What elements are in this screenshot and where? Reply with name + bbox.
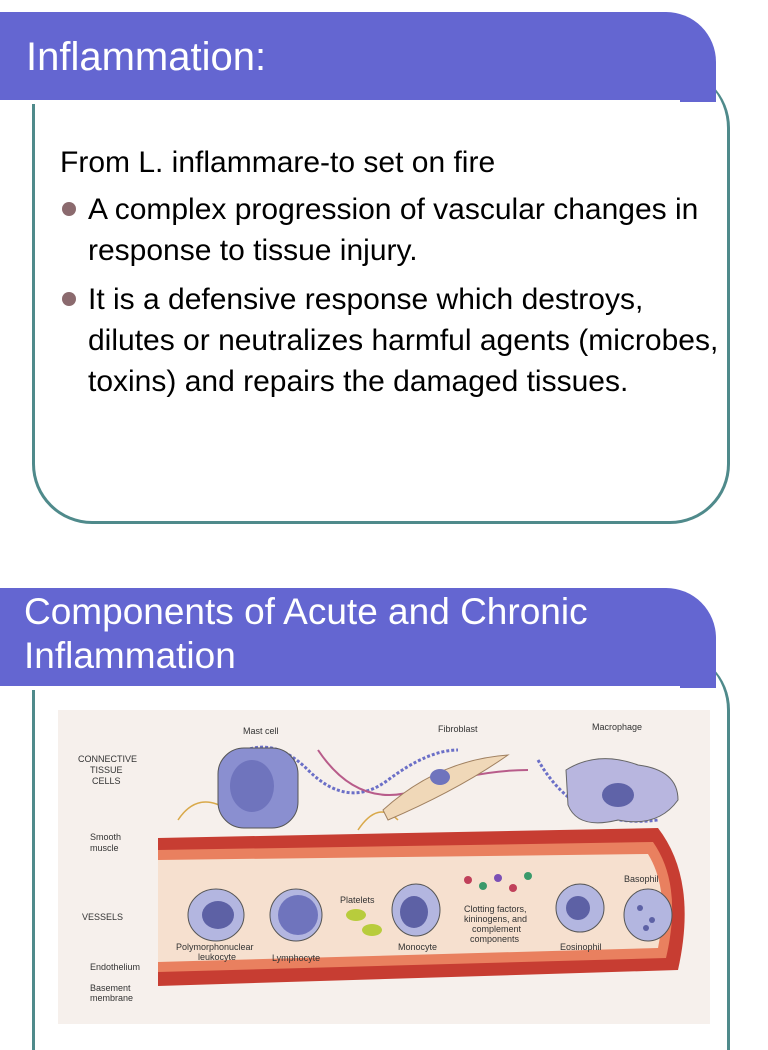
label-connective-1: CONNECTIVE bbox=[78, 754, 137, 764]
label-mast-cell: Mast cell bbox=[243, 726, 279, 736]
label-pmn-1: Polymorphonuclear bbox=[176, 942, 254, 952]
label-fibroblast: Fibroblast bbox=[438, 724, 478, 734]
label-vessels: VESSELS bbox=[82, 912, 123, 922]
bullet-item: It is a defensive response which destroy… bbox=[60, 279, 720, 402]
slide-inflammation: Inflammation: From L. inflammare-to set … bbox=[0, 12, 730, 524]
label-monocyte: Monocyte bbox=[398, 942, 437, 952]
label-connective-2: TISSUE bbox=[90, 765, 123, 775]
label-clotting-1: Clotting factors, bbox=[464, 904, 527, 914]
label-eosinophil: Eosinophil bbox=[560, 942, 602, 952]
label-macrophage: Macrophage bbox=[592, 722, 642, 732]
title-band bbox=[0, 12, 716, 102]
label-clotting-4: components bbox=[470, 934, 520, 944]
label-membrane: membrane bbox=[90, 993, 133, 1003]
label-endothelium: Endothelium bbox=[90, 962, 140, 972]
label-clotting-3: complement bbox=[472, 924, 522, 934]
bullet-icon bbox=[62, 292, 76, 306]
label-basophil: Basophil bbox=[624, 874, 659, 884]
slide-title: Inflammation: bbox=[26, 35, 267, 79]
intro-line: From L. inflammare-to set on fire bbox=[60, 146, 496, 179]
label-lymphocyte: Lymphocyte bbox=[272, 953, 320, 963]
title-line-2: Inflammation bbox=[24, 635, 236, 676]
bullet-icon bbox=[62, 202, 76, 216]
slide-body: From L. inflammare-to set on fire A comp… bbox=[60, 142, 720, 410]
slide-title: Components of Acute and Chronic Inflamma… bbox=[24, 590, 704, 678]
bullet-item: A complex progression of vascular change… bbox=[60, 189, 720, 271]
inflammation-cells-diagram: CONNECTIVE TISSUE CELLS Mast cell Fibrob… bbox=[58, 710, 710, 1024]
label-basement: Basement bbox=[90, 983, 131, 993]
content-frame bbox=[32, 650, 730, 1050]
label-smooth: Smooth bbox=[90, 832, 121, 842]
label-platelets: Platelets bbox=[340, 895, 375, 905]
slide-components: Components of Acute and Chronic Inflamma… bbox=[0, 580, 768, 1050]
title-underline bbox=[0, 686, 680, 690]
label-muscle: muscle bbox=[90, 843, 119, 853]
bullet-text: It is a defensive response which destroy… bbox=[88, 283, 719, 398]
bullet-text: A complex progression of vascular change… bbox=[88, 193, 699, 267]
title-line-1: Components of Acute and Chronic bbox=[24, 591, 588, 632]
title-underline bbox=[0, 100, 680, 104]
label-clotting-2: kininogens, and bbox=[464, 914, 527, 924]
bullet-list: A complex progression of vascular change… bbox=[60, 189, 720, 402]
label-pmn-2: leukocyte bbox=[198, 952, 236, 962]
label-connective-3: CELLS bbox=[92, 776, 121, 786]
title-band bbox=[0, 588, 716, 688]
